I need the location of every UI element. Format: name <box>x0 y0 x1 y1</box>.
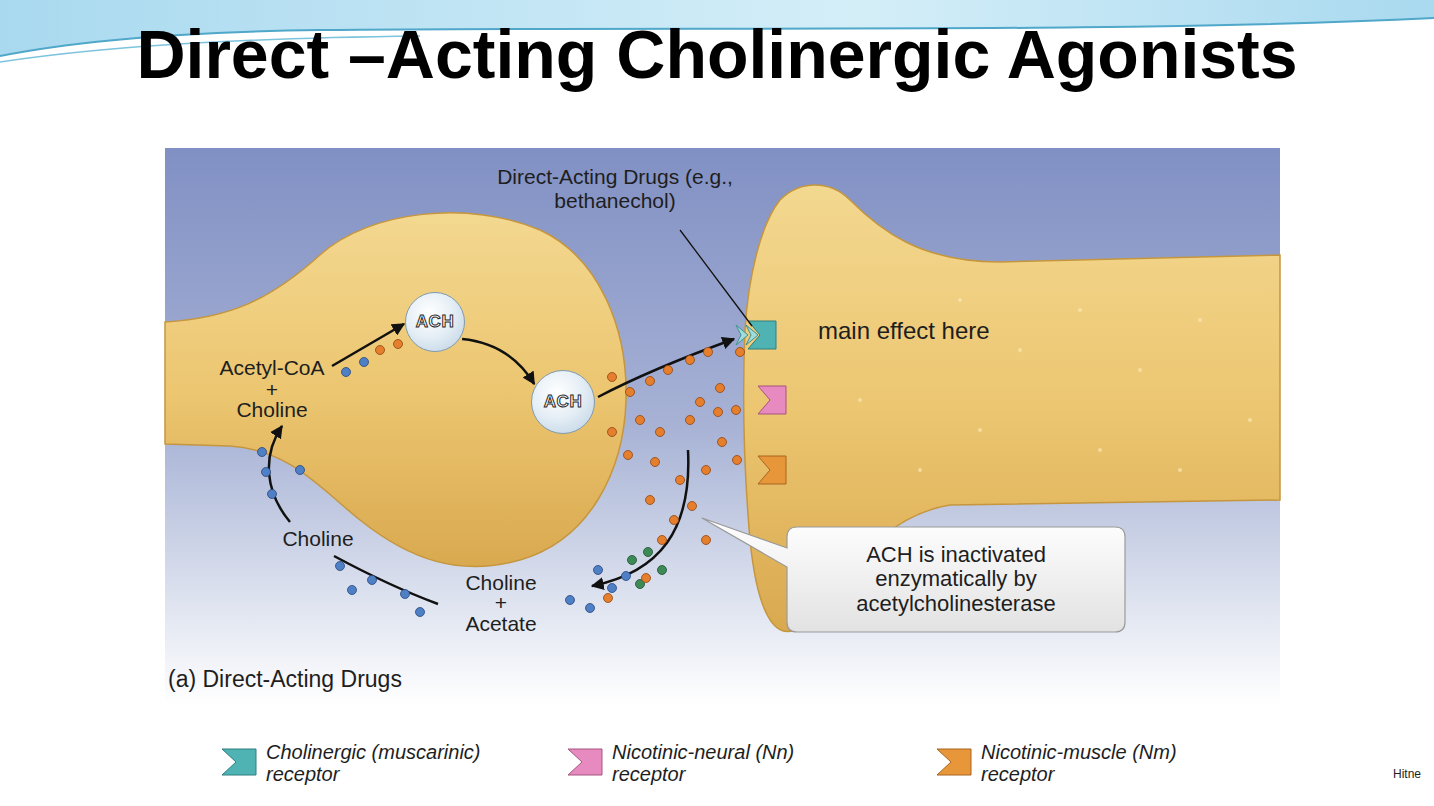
ach-dot <box>702 466 711 475</box>
molecule-dots <box>258 340 745 617</box>
node-text-stack: ACH <box>544 392 582 412</box>
molecule-label: Choline <box>258 527 378 551</box>
flow-arrow <box>462 339 534 384</box>
acetate-dot <box>628 556 637 565</box>
receptor-icon-shape <box>937 749 971 775</box>
choline-dot <box>566 596 575 605</box>
ach-dot <box>394 340 403 349</box>
choline-dot <box>348 586 357 595</box>
ach-dot <box>702 536 711 545</box>
ach-dot <box>686 416 695 425</box>
vesicle-label: ACH <box>544 392 582 412</box>
choline-dot <box>368 576 377 585</box>
ach-dot <box>604 594 613 603</box>
ach-dot <box>688 502 697 511</box>
substrate-label: Choline <box>212 398 332 422</box>
choline-dot <box>416 608 425 617</box>
node-text-stack: ACH is inactivated enzymatically by acet… <box>826 543 1086 617</box>
ach-dot <box>696 398 705 407</box>
ach-dot <box>664 366 673 375</box>
ach-dot <box>718 438 727 447</box>
legend-text: Nicotinic-muscle (Nm) receptor <box>981 741 1221 785</box>
ach-dot <box>376 346 385 355</box>
ach-dot <box>658 536 667 545</box>
slide-title: Direct –Acting Cholinergic Agonists <box>136 14 1297 96</box>
product-label: Choline <box>441 571 561 595</box>
ach-dot <box>642 574 651 583</box>
watermark: Hitne <box>1393 768 1433 781</box>
choline-dot <box>336 562 345 571</box>
drug-molecule <box>736 325 758 345</box>
ach-dot <box>624 451 633 460</box>
receptor-icon <box>220 746 260 778</box>
legend-text: Cholinergic (muscarinic) receptor <box>266 741 506 785</box>
choline-dot <box>586 604 595 613</box>
hydrolysis-arrow <box>592 450 688 586</box>
callout-box: ACH is inactivated enzymatically by acet… <box>787 527 1125 632</box>
ach-dot <box>656 428 665 437</box>
nicotinic-neural-receptor <box>758 386 786 414</box>
choline-dot <box>401 590 410 599</box>
receptor-icon-shape <box>222 749 256 775</box>
ach-dot <box>736 348 745 357</box>
figure-caption: (a) Direct-Acting Drugs <box>168 667 402 693</box>
acetate-dot <box>644 548 653 557</box>
receptor-icon <box>935 746 975 778</box>
choline-dot <box>608 584 617 593</box>
ach-dot <box>646 496 655 505</box>
ach-dot <box>714 408 723 417</box>
callout-shape <box>702 518 1125 632</box>
leader-line <box>680 230 752 326</box>
receptor-icon-shape <box>568 749 602 775</box>
ach-dot <box>608 373 617 382</box>
ach-dot <box>716 384 725 393</box>
vesicle: ACH <box>405 292 465 352</box>
ach-dot <box>733 456 742 465</box>
node-text-stack: ACH <box>416 312 454 332</box>
plus-sign: + <box>257 378 287 402</box>
callout-text: ACH is inactivated enzymatically by acet… <box>826 543 1086 617</box>
reuptake-arrow <box>269 426 290 522</box>
synthesis-arrow <box>332 324 404 366</box>
product-label: Acetate <box>441 612 561 636</box>
receptor-icon <box>566 746 606 778</box>
plus-sign: + <box>486 591 516 615</box>
ach-dot <box>704 348 713 357</box>
substrate-label: Acetyl-CoA <box>207 356 337 380</box>
choline-dot <box>262 468 271 477</box>
ach-dot <box>651 458 660 467</box>
ach-dot <box>686 356 695 365</box>
choline-dot <box>594 566 603 575</box>
ach-dot <box>608 428 617 437</box>
choline-dot <box>342 368 351 377</box>
acetate-dot <box>658 566 667 575</box>
vesicle: ACH <box>531 370 595 434</box>
presynaptic-terminal <box>165 213 626 567</box>
ach-dot <box>646 377 655 386</box>
ach-dot <box>626 388 635 397</box>
vesicle-label: ACH <box>416 312 454 332</box>
choline-dot <box>622 572 631 581</box>
nicotinic-muscle-receptor <box>758 456 786 484</box>
choline-dot <box>258 448 267 457</box>
ach-dot <box>636 416 645 425</box>
recycle-line <box>334 556 438 604</box>
ach-dot <box>670 516 679 525</box>
release-arrow <box>598 339 734 397</box>
legend-text: Nicotinic-neural (Nn) receptor <box>612 741 852 785</box>
ach-dot <box>732 406 741 415</box>
choline-dot <box>268 490 277 499</box>
choline-dot <box>360 358 369 367</box>
ach-dot <box>676 476 685 485</box>
effect-label: main effect here <box>818 318 1078 345</box>
illustration-panel <box>165 148 1280 705</box>
drug-label: Direct-Acting Drugs (e.g., bethanechol) <box>480 165 750 212</box>
choline-dot <box>296 466 305 475</box>
